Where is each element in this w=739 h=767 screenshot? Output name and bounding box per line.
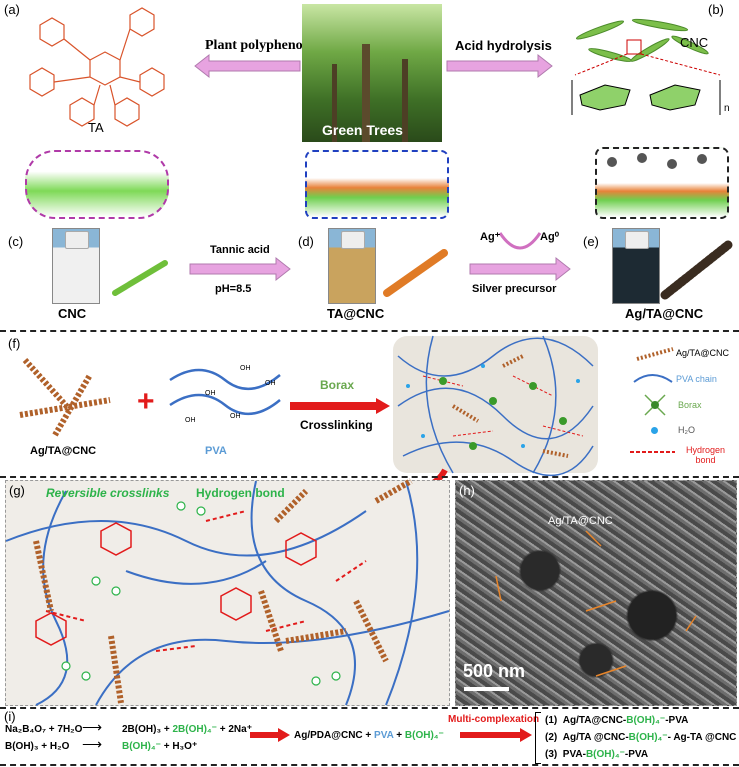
svg-text:OH: OH: [265, 380, 276, 387]
f-pva-label: PVA: [205, 445, 227, 457]
panel-label-h: (h): [459, 483, 475, 498]
scale-bar: [464, 687, 509, 691]
crosslinked-network-illustration: [393, 335, 598, 477]
svg-text:OH: OH: [185, 417, 196, 424]
equation-1: Na₂B₄O₇ + 7H₂O: [5, 724, 82, 735]
plus-icon: +: [137, 385, 155, 418]
pva-chains: OH OH OH OH OH: [169, 365, 281, 424]
cnc-crystals-illustration: [571, 18, 721, 115]
complexation-results: (1) Ag/TA@CNC-B(OH)₄⁻-PVA (2) Ag/TA @CNC…: [545, 712, 736, 763]
cnc-zoom-callout: [25, 150, 169, 219]
f-ag-ta-cnc-label: Ag/TA@CNC: [30, 445, 97, 457]
divider: [0, 764, 739, 766]
acid-hydrolysis-arrow: [446, 53, 553, 79]
svg-text:OH: OH: [240, 365, 251, 372]
legend-pva-chain-icon: [633, 374, 673, 383]
panel-label-b: (b): [708, 2, 724, 17]
silver-precursor-arrow: [469, 256, 571, 282]
borax-label: Borax: [320, 378, 355, 392]
legend-ag-ta-cnc-icon: [636, 347, 674, 361]
legend-borax: Borax: [678, 400, 702, 410]
equation-2-products: B(OH)₄⁻ + H₃O⁺: [122, 741, 198, 752]
cnc-caption: CNC: [58, 306, 87, 321]
panel-label-d: (d): [298, 234, 314, 249]
plant-polyphenol-label: Plant polyphenol: [205, 38, 307, 53]
ag-reduction-curved-arrow: [498, 232, 542, 250]
panel-label-e: (e): [583, 234, 599, 249]
divider: [0, 330, 739, 332]
network-detail-illustration: (g) Reversible crosslinks Hydrogen bond: [5, 478, 450, 706]
panel-label-a: (a): [4, 2, 20, 17]
ag-ta-cnc-vial: [612, 228, 660, 304]
cnc-vial: [52, 228, 100, 304]
green-trees-photo: Green Trees: [302, 4, 442, 142]
ta-cnc-vial: [328, 228, 376, 304]
cnc-rod-icon: [112, 260, 168, 296]
crosslinking-arrow: [290, 398, 390, 414]
hydrogen-bond-label: Hydrogen bond: [196, 486, 285, 500]
scale-bar-label: 500 nm: [463, 661, 526, 681]
legend-pva-chain: PVA chain: [676, 374, 717, 384]
legend-borax-icon: [644, 394, 666, 416]
ta-cnc-caption: TA@CNC: [327, 306, 385, 321]
eq2-arrow-icon: ⟶: [82, 736, 103, 752]
legend-hydrogen-bond: Hydrogen bond: [685, 445, 726, 465]
divider: [0, 476, 739, 478]
multi-complexation-label: Multi-complexation: [448, 714, 540, 725]
mix-arrow: [250, 728, 290, 742]
silver-precursor-label: Silver precursor: [472, 283, 557, 295]
legend-ag-ta-cnc: Ag/TA@CNC: [676, 348, 729, 358]
legend-water: H₂O: [678, 425, 695, 435]
ag-ta-cnc-rod-icon: [660, 240, 733, 300]
ta-cnc-rod-icon: [383, 249, 448, 297]
tannic-acid-label: Tannic acid: [210, 244, 270, 256]
tannic-acid-structure: [29, 7, 165, 127]
eq1-arrow-icon: ⟶: [82, 719, 103, 735]
result-2: (2) Ag/TA @CNC-B(OH)₄⁻- Ag-TA @CNC: [545, 732, 737, 743]
cnc-label: CNC: [680, 35, 709, 50]
equation-1-products: 2B(OH)₃ + 2B(OH)₄⁻ + 2Na⁺: [122, 724, 252, 735]
ag-ta-cnc-caption: Ag/TA@CNC: [625, 306, 704, 321]
mixture: Ag/PDA@CNC + PVA + B(OH)₄⁻: [294, 730, 444, 741]
bracket: [535, 712, 541, 764]
panel-label-c: (c): [8, 234, 24, 249]
sem-pointer-arrows: [495, 530, 697, 677]
crosslinking-label: Crosslinking: [300, 418, 373, 432]
ag-ta-cnc-rods-cluster: [19, 357, 111, 437]
legend-water-icon: [651, 427, 658, 434]
ag-ta-cnc-zoom-callout: [595, 147, 729, 219]
panel-label-i: (i): [4, 709, 16, 724]
ph-label: pH=8.5: [215, 283, 252, 295]
svg-text:OH: OH: [205, 390, 216, 397]
divider: [0, 707, 739, 709]
plant-polyphenol-arrow: [194, 53, 301, 79]
panel-label-f: (f): [8, 336, 21, 351]
tannic-acid-arrow: [189, 256, 291, 282]
reversible-crosslinks-label: Reversible crosslinks: [46, 486, 170, 500]
sem-image: (h) Ag/TA@CNC 500 nm: [455, 480, 737, 706]
result-3: (3) PVA-B(OH)₄⁻-PVA: [545, 749, 649, 760]
panel-label-g: (g): [9, 483, 25, 498]
ta-label: TA: [88, 120, 104, 135]
green-trees-label: Green Trees: [322, 122, 403, 138]
sem-ag-ta-cnc-label: Ag/TA@CNC: [548, 515, 613, 527]
result-1: (1) Ag/TA@CNC-B(OH)₄⁻-PVA: [545, 715, 689, 726]
legend-hydrogen-bond-icon: [630, 451, 675, 453]
ta-cnc-zoom-callout: [305, 150, 449, 219]
repeat-unit-n: n: [724, 103, 730, 114]
eq1-left: Na₂B₄O₇ + 7H₂O: [5, 724, 83, 735]
svg-text:OH: OH: [230, 413, 241, 420]
multi-complexation-arrow: [460, 728, 532, 742]
ag-zero-label: Ag⁰: [540, 231, 560, 243]
equation-2: B(OH)₃ + H₂O: [5, 741, 70, 752]
acid-hydrolysis-label: Acid hydrolysis: [455, 38, 552, 53]
ag-plus-label: Ag⁺: [480, 231, 501, 243]
